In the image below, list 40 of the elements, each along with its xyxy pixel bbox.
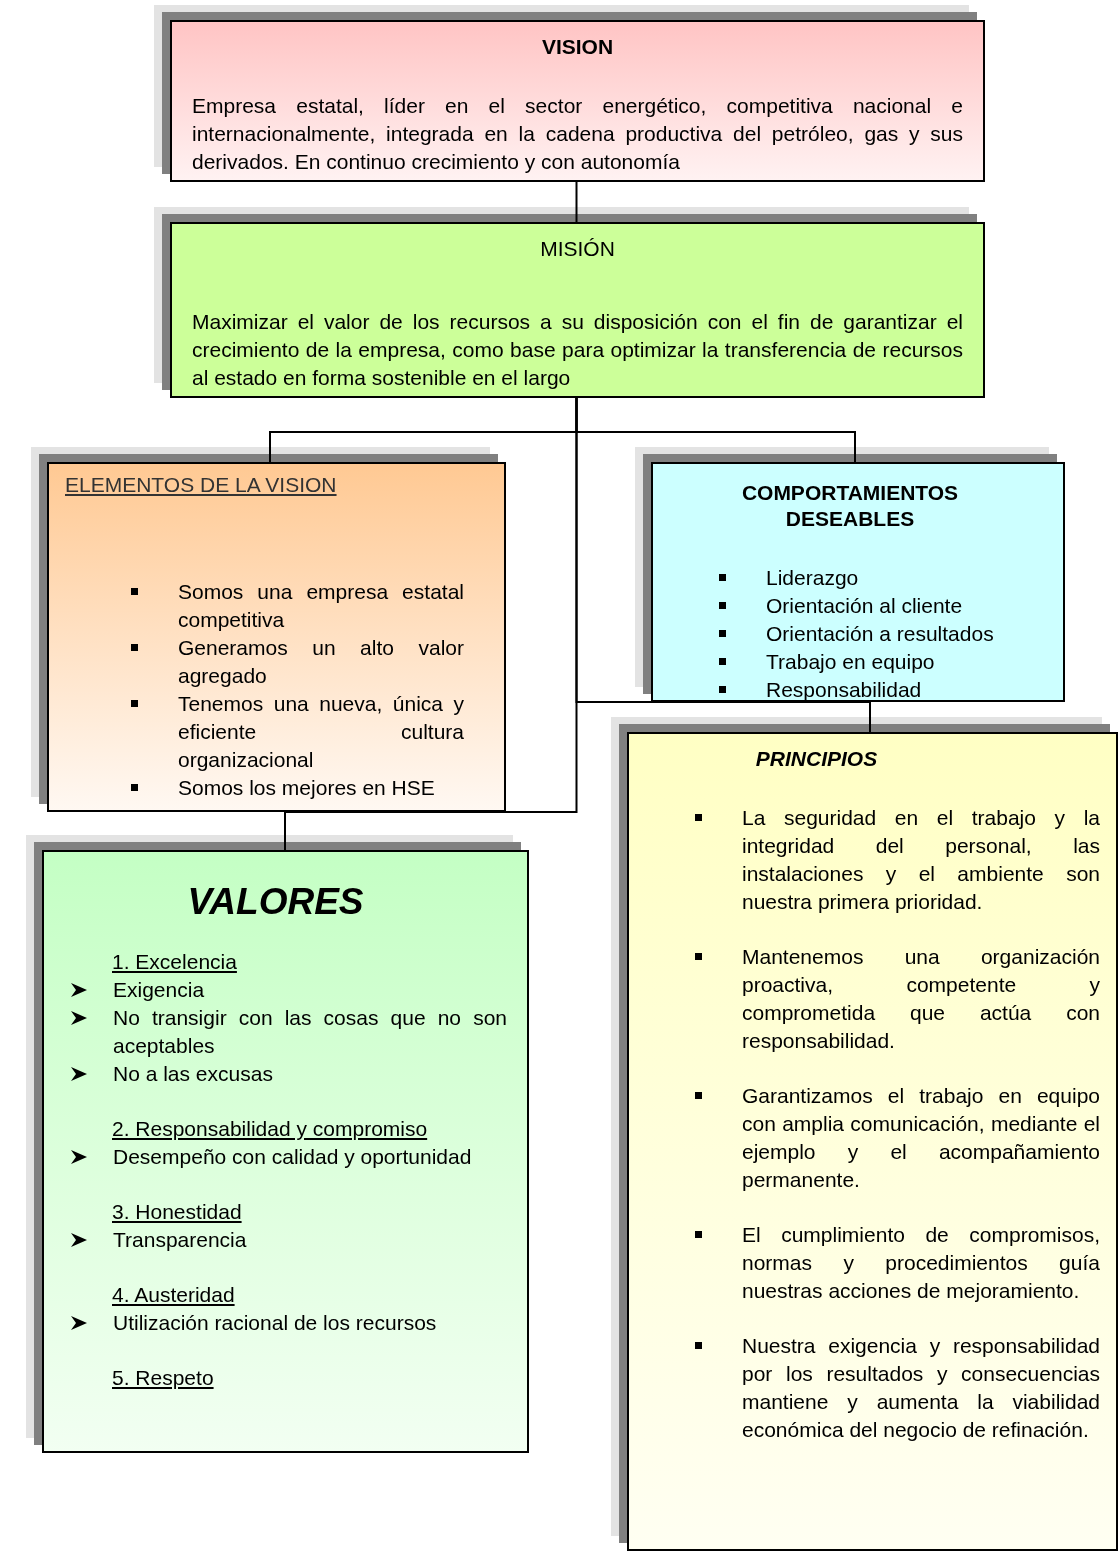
vision-box: [170, 20, 985, 182]
values-box: [42, 850, 529, 1453]
description-text: Maximizar el valor de los recursos a su disposición con el fin de garantizar el crecimiento de la empresa, como base para optimizar la transferencia de recursos al estado en forma sostenible en el largo: [192, 309, 963, 391]
list-item: Somos una empresa estatal competitiva: [178, 579, 464, 633]
connector-line: [575, 181, 578, 223]
list-item: No a las excusas: [113, 1061, 274, 1087]
list-item: Transparencia: [113, 1227, 248, 1253]
list-item: Exigencia: [113, 977, 206, 1003]
value-heading: 3. Honestidad: [112, 1200, 242, 1223]
box-heading: VALORES: [186, 880, 365, 924]
list-item: El cumplimiento de compromisos, normas y procedimientos guía nuestras acciones de mejoramiento.: [742, 1222, 1100, 1304]
list-item: Garantizamos el trabajo en equipo con amplia comunicación, mediante el ejemplo y el acompañamiento permanente.: [742, 1083, 1100, 1193]
connector-line: [284, 397, 578, 851]
list-item: Utilización racional de los recursos: [113, 1310, 438, 1336]
list-item: Orientación a resultados: [766, 621, 995, 647]
principles-box: [627, 732, 1118, 1551]
box-heading: ELEMENTOS DE LA VISION: [65, 472, 337, 498]
description-text: Empresa estatal, líder en el sector energético, competitiva nacional e internacionalmente, integrada en la cadena productiva del petróleo, gas y sus derivados. En continuo crecimiento y con autonomía: [192, 93, 963, 175]
box-heading: COMPORTAMIENTOS DESEABLES: [740, 480, 960, 532]
list-item: Generamos un alto valor agregado: [178, 635, 464, 689]
vision-elements-box: [47, 462, 506, 812]
list-item: Liderazgo: [766, 565, 860, 591]
box-heading: VISION: [540, 34, 615, 60]
list-item: Nuestra exigencia y responsabilidad por los resultados y consecuencias mantiene y aumenta la viabilidad económica del negocio de refinación.: [742, 1333, 1100, 1443]
list-item: Desempeño con calidad y oportunidad: [113, 1144, 473, 1170]
mission-box: [170, 222, 985, 398]
value-heading: 5. Respeto: [112, 1366, 214, 1389]
list-item: No transigir con las cosas que no son aceptables: [113, 1005, 507, 1059]
list-item: Mantenemos una organización proactiva, competente y comprometida que actúa con responsabilidad.: [742, 944, 1100, 1054]
list-item: La seguridad en el trabajo y la integridad del personal, las instalaciones y el ambiente son nuestra primera prioridad.: [742, 805, 1100, 915]
list-item: Somos los mejores en HSE: [178, 775, 436, 801]
value-heading: 4. Austeridad: [112, 1283, 235, 1306]
list-item: Tenemos una nueva, única y eficiente cultura organizacional: [178, 691, 464, 773]
list-item: Orientación al cliente: [766, 593, 964, 619]
list-item: Trabajo en equipo: [766, 649, 936, 675]
behaviors-box: [651, 462, 1065, 702]
value-heading: 1. Excelencia: [112, 950, 237, 973]
value-heading: 2. Responsabilidad y compromiso: [112, 1117, 428, 1140]
box-heading: MISIÓN: [539, 236, 616, 262]
box-heading: PRINCIPIOS: [754, 746, 879, 772]
